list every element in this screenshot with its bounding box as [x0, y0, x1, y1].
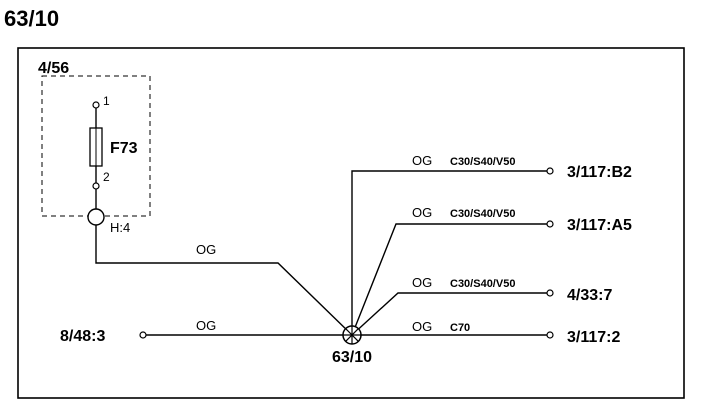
component-4-56: 4/56 1 2 F73: [38, 60, 151, 226]
wire-variant-label: C70: [450, 322, 470, 334]
connector-h4: [87, 208, 105, 226]
wire-color-label: OG: [196, 318, 216, 333]
terminal-4-33-7: [546, 289, 554, 297]
splice-63-10: [342, 325, 362, 345]
wire-to-4-33-7: [351, 292, 547, 336]
splice-cross: [345, 328, 359, 342]
wire-h4-to-splice: [95, 225, 353, 336]
pin-2-label: 2: [103, 170, 110, 184]
terminal-3-117-2: [546, 331, 554, 339]
page-title: 63/10: [4, 6, 59, 31]
fuse-label: F73: [110, 140, 138, 157]
terminal-label: 4/33:7: [567, 287, 612, 304]
terminal-8-48-3: [139, 331, 147, 339]
diagram-frame: [17, 47, 685, 399]
wire-variant-label: C30/S40/V50: [450, 156, 515, 168]
terminal-label: 3/117:A5: [567, 217, 632, 234]
pin-1-label: 1: [103, 94, 110, 108]
wire-to-3-117-a5: [351, 223, 547, 336]
wire-color-label: OG: [412, 319, 432, 334]
terminal-label: 3/117:B2: [567, 164, 632, 181]
wire-variant-label: C30/S40/V50: [450, 278, 515, 290]
terminal-3-117-b2: [546, 167, 554, 175]
terminal-3-117-a5: [546, 220, 554, 228]
terminal-label: 3/117:2: [567, 329, 620, 346]
terminal-label: 8/48:3: [60, 328, 105, 345]
component-id: 4/56: [38, 60, 69, 77]
wire-to-3-117-b2: [351, 170, 547, 335]
fuse-pin-2: [92, 182, 100, 190]
splice-label: 63/10: [332, 349, 372, 366]
wire-color-label: OG: [412, 153, 432, 168]
wire-color-label: OG: [412, 275, 432, 290]
wire-variant-label: C30/S40/V50: [450, 208, 515, 220]
connector-label: H:4: [110, 220, 130, 235]
fuse-pin-1: [92, 101, 100, 109]
wire-color-label: OG: [196, 242, 216, 257]
wire-color-label: OG: [412, 205, 432, 220]
